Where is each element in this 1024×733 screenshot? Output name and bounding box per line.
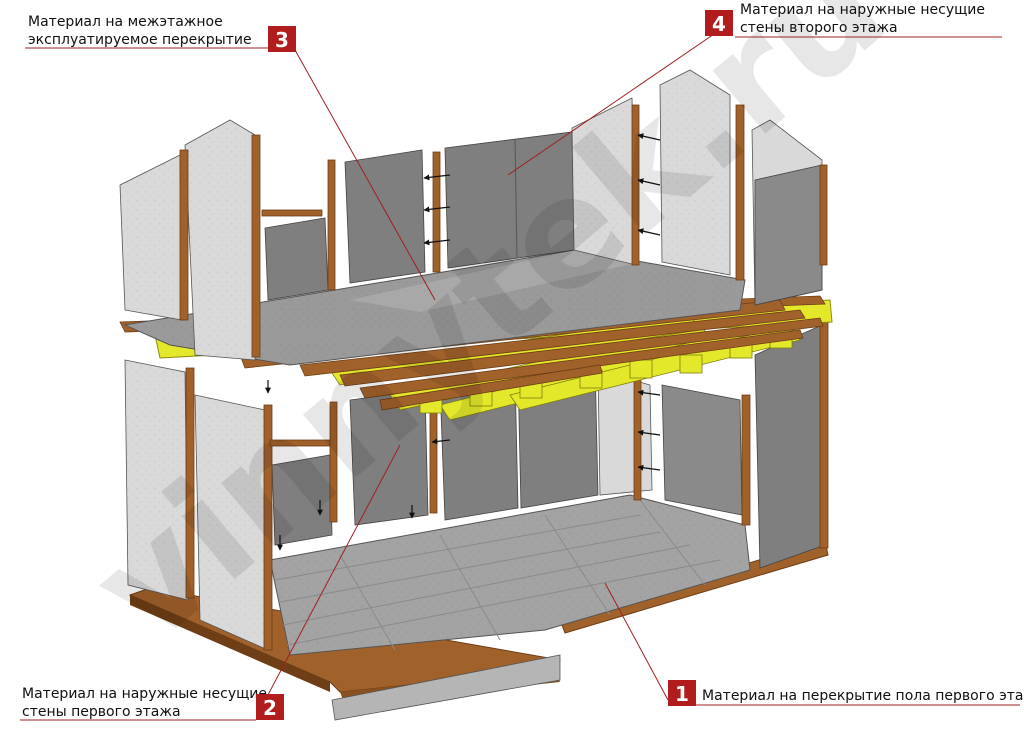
callout-2-line-1: Материал на наружные несущие [22, 686, 267, 702]
callout-4-number: 4 [712, 12, 726, 36]
callout-1-line-1: Материал на перекрытие пола первого этаж… [702, 688, 1024, 704]
callout-2: Материал на наружные несущие стены перво… [22, 686, 284, 720]
first-floor-deck [269, 494, 751, 656]
leader-lines [20, 29, 1020, 721]
callout-2-number: 2 [263, 696, 277, 720]
callout-1-badge [668, 680, 696, 706]
second-floor-studs [179, 104, 828, 358]
callout-3: Материал на межэтажное эксплуатируемое п… [28, 14, 296, 52]
callout-3-number: 3 [275, 28, 289, 52]
callout-1-number: 1 [675, 682, 689, 706]
callout-3-line-1: Материал на межэтажное [28, 14, 223, 30]
insertion-arrows [265, 133, 661, 551]
callout-4: 4 Материал на наружные несущие стены вто… [705, 2, 985, 36]
first-floor-wall-panels [124, 324, 826, 651]
callout-4-line-2: стены второго этажа [740, 20, 898, 36]
second-floor-wall-panels [119, 69, 823, 361]
callout-3-line-2: эксплуатируемое перекрытие [28, 32, 252, 48]
second-floor-deck [123, 249, 746, 366]
callout-1: 1 Материал на перекрытие пола первого эт… [668, 680, 1024, 706]
callout-3-badge [268, 26, 296, 52]
callout-4-badge [705, 10, 733, 36]
callout-2-line-2: стены первого этажа [22, 704, 181, 720]
callout-4-line-1: Материал на наружные несущие [740, 2, 985, 18]
callout-2-badge [256, 694, 284, 720]
